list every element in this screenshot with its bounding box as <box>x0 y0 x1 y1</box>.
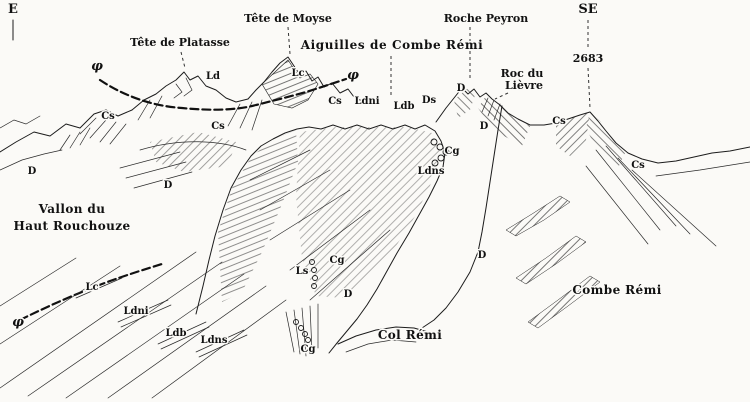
right-ridge-roche-peyron <box>421 87 750 329</box>
unit-label-d: D <box>28 166 37 177</box>
unit-label-cs: Cs <box>552 116 566 127</box>
unit-label-phi: φ <box>91 59 103 74</box>
place-label-vallon-line1: Vallon du <box>38 202 106 216</box>
unit-label-cg: Cg <box>445 146 460 157</box>
unit-label-ldns: Ldns <box>418 166 445 177</box>
unit-label-ldni: Ldni <box>123 306 148 317</box>
unit-label-d: D <box>164 180 173 191</box>
peak-label-tete-de-platasse: Tête de Platasse <box>130 36 230 49</box>
combe-remi-spurs <box>505 195 601 329</box>
tete-de-platasse-ridge <box>131 71 249 121</box>
unit-label-ldni: Ldni <box>354 96 379 107</box>
unit-label-ls: Ls <box>296 266 309 277</box>
unit-label-cs: Cs <box>211 121 225 132</box>
unit-label-cs: Cs <box>328 96 342 107</box>
midground-left-band <box>119 132 247 189</box>
unit-label-ldns: Ldns <box>201 335 228 346</box>
orientation-southeast-label: SE <box>578 2 597 17</box>
spot-height-label: 2683 <box>573 52 604 65</box>
tete-de-moyse-ridge <box>227 56 363 131</box>
unit-label-d: D <box>457 83 466 94</box>
place-label-col-remi: Col Rémi <box>378 328 442 342</box>
peak-label-aiguilles-de-combe-remi: Aiguilles de Combe Rémi <box>300 38 484 52</box>
unit-label-cg: Cg <box>301 344 316 355</box>
thrust-fault-lines <box>18 77 348 322</box>
unit-label-phi: φ <box>347 68 359 83</box>
background-ridges-left <box>0 109 133 171</box>
unit-label-cs: Cs <box>631 160 645 171</box>
peak-label-roc-du-lievre-line1: Roc du <box>501 67 544 80</box>
unit-label-ldb: Ldb <box>393 101 414 112</box>
peak-label-roche-peyron: Roche Peyron <box>444 12 529 25</box>
unit-label-ds: Ds <box>422 95 437 106</box>
unit-label-lc: Lc <box>291 68 304 79</box>
peak-label-roc-du-lievre-line2: Lièvre <box>505 79 543 92</box>
peak-label-tete-de-moyse: Tête de Moyse <box>244 12 332 25</box>
unit-label-d: D <box>478 250 487 261</box>
foreground-slopes <box>0 251 287 399</box>
col-remi-saddle <box>337 326 429 353</box>
label-leader-lines <box>12 19 591 109</box>
unit-label-d: D <box>480 121 489 132</box>
place-label-combe-remi: Combe Rémi <box>572 283 661 297</box>
place-label-vallon-line2: Haut Rouchouze <box>13 219 130 233</box>
unit-label-phi: φ <box>12 315 24 330</box>
orientation-east-label: E <box>8 2 18 17</box>
unit-label-cg: Cg <box>330 255 345 266</box>
unit-label-ldb: Ldb <box>165 328 186 339</box>
unit-label-lc: Lc <box>85 282 98 293</box>
unit-label-cs: Cs <box>101 111 115 122</box>
unit-label-ld: Ld <box>206 71 220 82</box>
labels: E SE 2683 Tête de Platasse Tête de Moyse… <box>7 1 663 357</box>
central-massif <box>195 124 446 357</box>
conglomerate-circles <box>293 138 450 343</box>
unit-label-d: D <box>344 289 353 300</box>
